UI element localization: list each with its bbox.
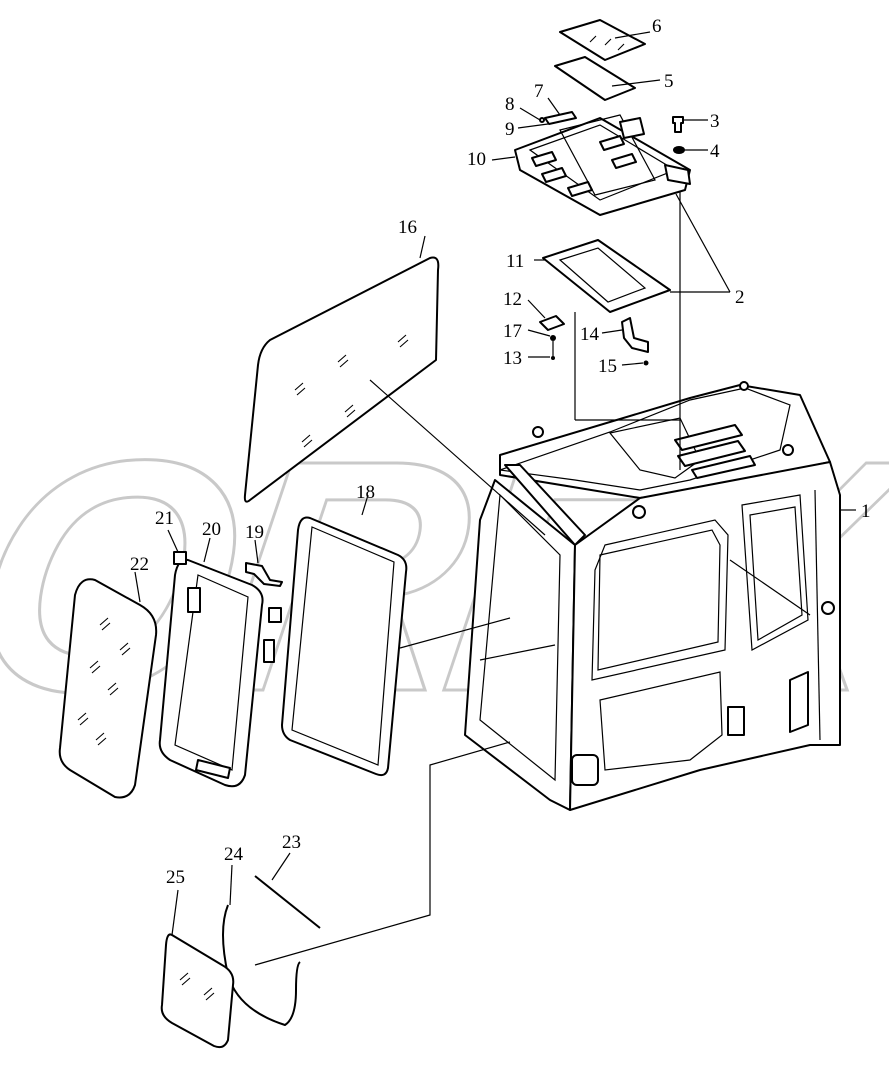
callout-18: 18 [356,482,375,503]
callout-23: 23 [282,832,301,853]
callout-1: 1 [861,501,871,522]
callout-14: 14 [580,324,600,345]
callout-6: 6 [652,16,662,37]
callout-12: 12 [503,289,522,310]
callout-20: 20 [202,519,221,540]
callout-5: 5 [664,71,674,92]
side-glass [58,578,158,799]
lower-glass-parts [160,875,321,1049]
callout-22: 22 [130,554,149,575]
callout-labels: 1 2 3 4 5 6 7 8 9 10 11 12 13 14 15 16 1… [130,16,871,888]
cab-body [464,381,841,811]
callout-8: 8 [505,94,515,115]
callout-10: 10 [467,149,486,170]
callout-15: 15 [598,356,617,377]
callout-11: 11 [506,251,524,272]
callout-17: 17 [503,321,522,342]
callout-16: 16 [398,217,417,238]
door-window-frame [158,551,283,788]
leader-lines [134,31,856,966]
callout-21: 21 [155,508,174,529]
sunroof-assembly [514,19,691,366]
callout-7: 7 [534,81,544,102]
lower-front-glass [281,516,408,777]
callout-13: 13 [503,348,522,369]
callout-4: 4 [710,141,720,162]
callout-3: 3 [710,111,720,132]
callout-9: 9 [505,119,515,140]
callout-19: 19 [245,522,264,543]
front-upper-glass [243,256,440,503]
callout-25: 25 [166,867,185,888]
callout-24: 24 [224,844,244,865]
callout-2: 2 [735,287,745,308]
